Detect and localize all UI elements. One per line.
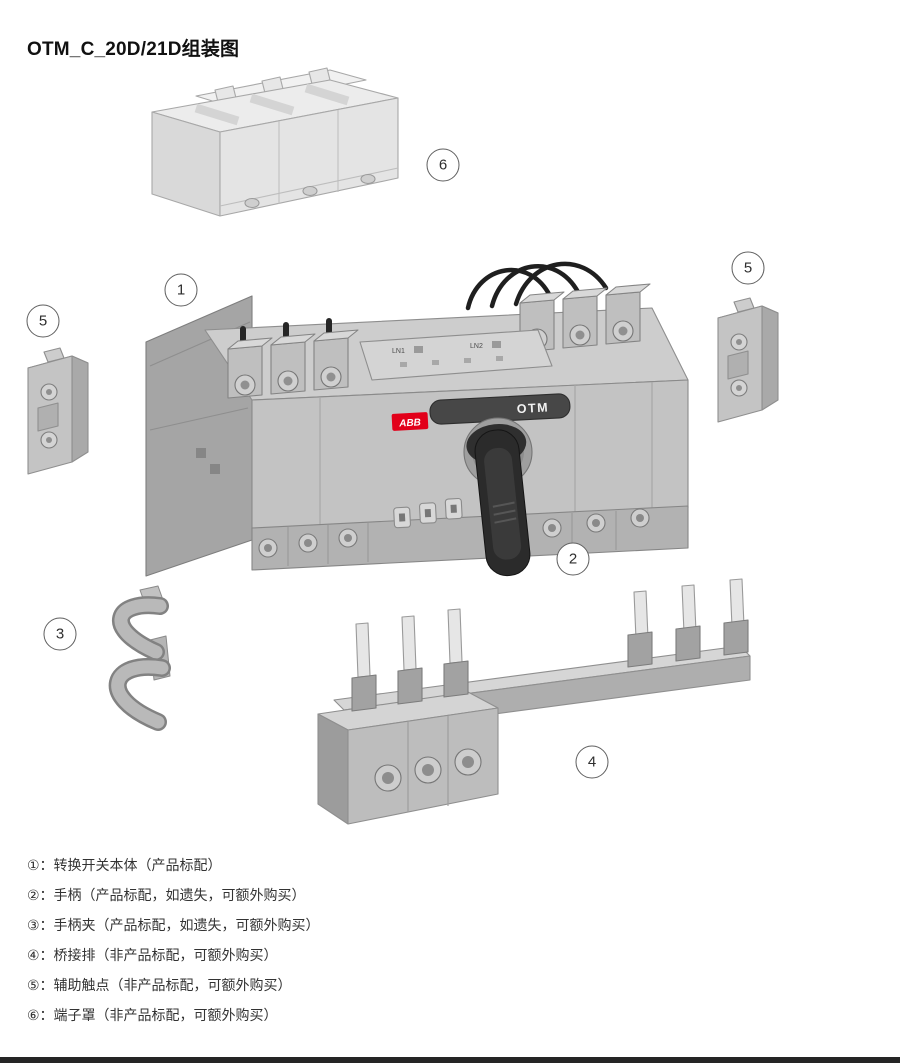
page-title: OTM_C_20D/21D组装图: [27, 39, 240, 60]
cover-hole: [360, 173, 376, 185]
legend-item-5: ⑤：辅助触点（非产品标配，可额外购买）: [27, 977, 292, 993]
indicator-panel: LN1 LN2: [359, 329, 553, 381]
legend-list: ①：转换开关本体（产品标配） ②：手柄（产品标配，如遗失，可额外购买） ③：手柄夹（…: [27, 850, 320, 1030]
panel-label-ln2: LN2: [470, 343, 483, 350]
legend-item-2: ②：手柄（产品标配，如遗失，可额外购买）: [27, 887, 306, 903]
plate-slot: [210, 464, 220, 474]
callout-handle-clip: 3: [43, 617, 77, 651]
handle-part: [466, 423, 531, 577]
footer-bar: [0, 1057, 900, 1063]
aux-contact-left-part: [27, 347, 89, 475]
wire: [489, 264, 581, 309]
callout-terminal-cover: 6: [426, 148, 460, 182]
callout-bridge-busbar: 4: [575, 745, 609, 779]
wire: [465, 267, 553, 311]
legend-item-6: ⑥：端子罩（非产品标配，可额外购买）: [27, 1007, 278, 1023]
legend-item-4: ④：桥接排（非产品标配，可额外购买）: [27, 947, 278, 963]
cover-hole: [244, 197, 260, 209]
cover-hole: [302, 185, 318, 197]
legend-item-1: ①：转换开关本体（产品标配）: [27, 857, 222, 873]
callout-switch-body: 1: [164, 273, 198, 307]
model-label: OTM: [516, 400, 549, 416]
callout-handle: 2: [556, 542, 590, 576]
bridge-busbar-part: [317, 578, 751, 825]
callout-aux-contact-left: 5: [26, 304, 60, 338]
wire: [513, 261, 609, 307]
panel-label-ln1: LN1: [392, 348, 405, 355]
aux-contact-right-part: [717, 297, 779, 423]
selector-buttons: [393, 497, 463, 529]
terminal-cover-part: [151, 67, 399, 217]
callout-aux-contact-right: 5: [731, 251, 765, 285]
handle-clip-part: [108, 585, 171, 731]
switch-body-part: LN1 LN2 ABB OTM: [145, 261, 689, 577]
legend-item-3: ③：手柄夹（产品标配，如遗失，可额外购买）: [27, 917, 320, 933]
abb-logo-text: ABB: [398, 417, 421, 429]
plate-slot: [196, 448, 206, 458]
abb-logo: ABB: [391, 412, 429, 431]
